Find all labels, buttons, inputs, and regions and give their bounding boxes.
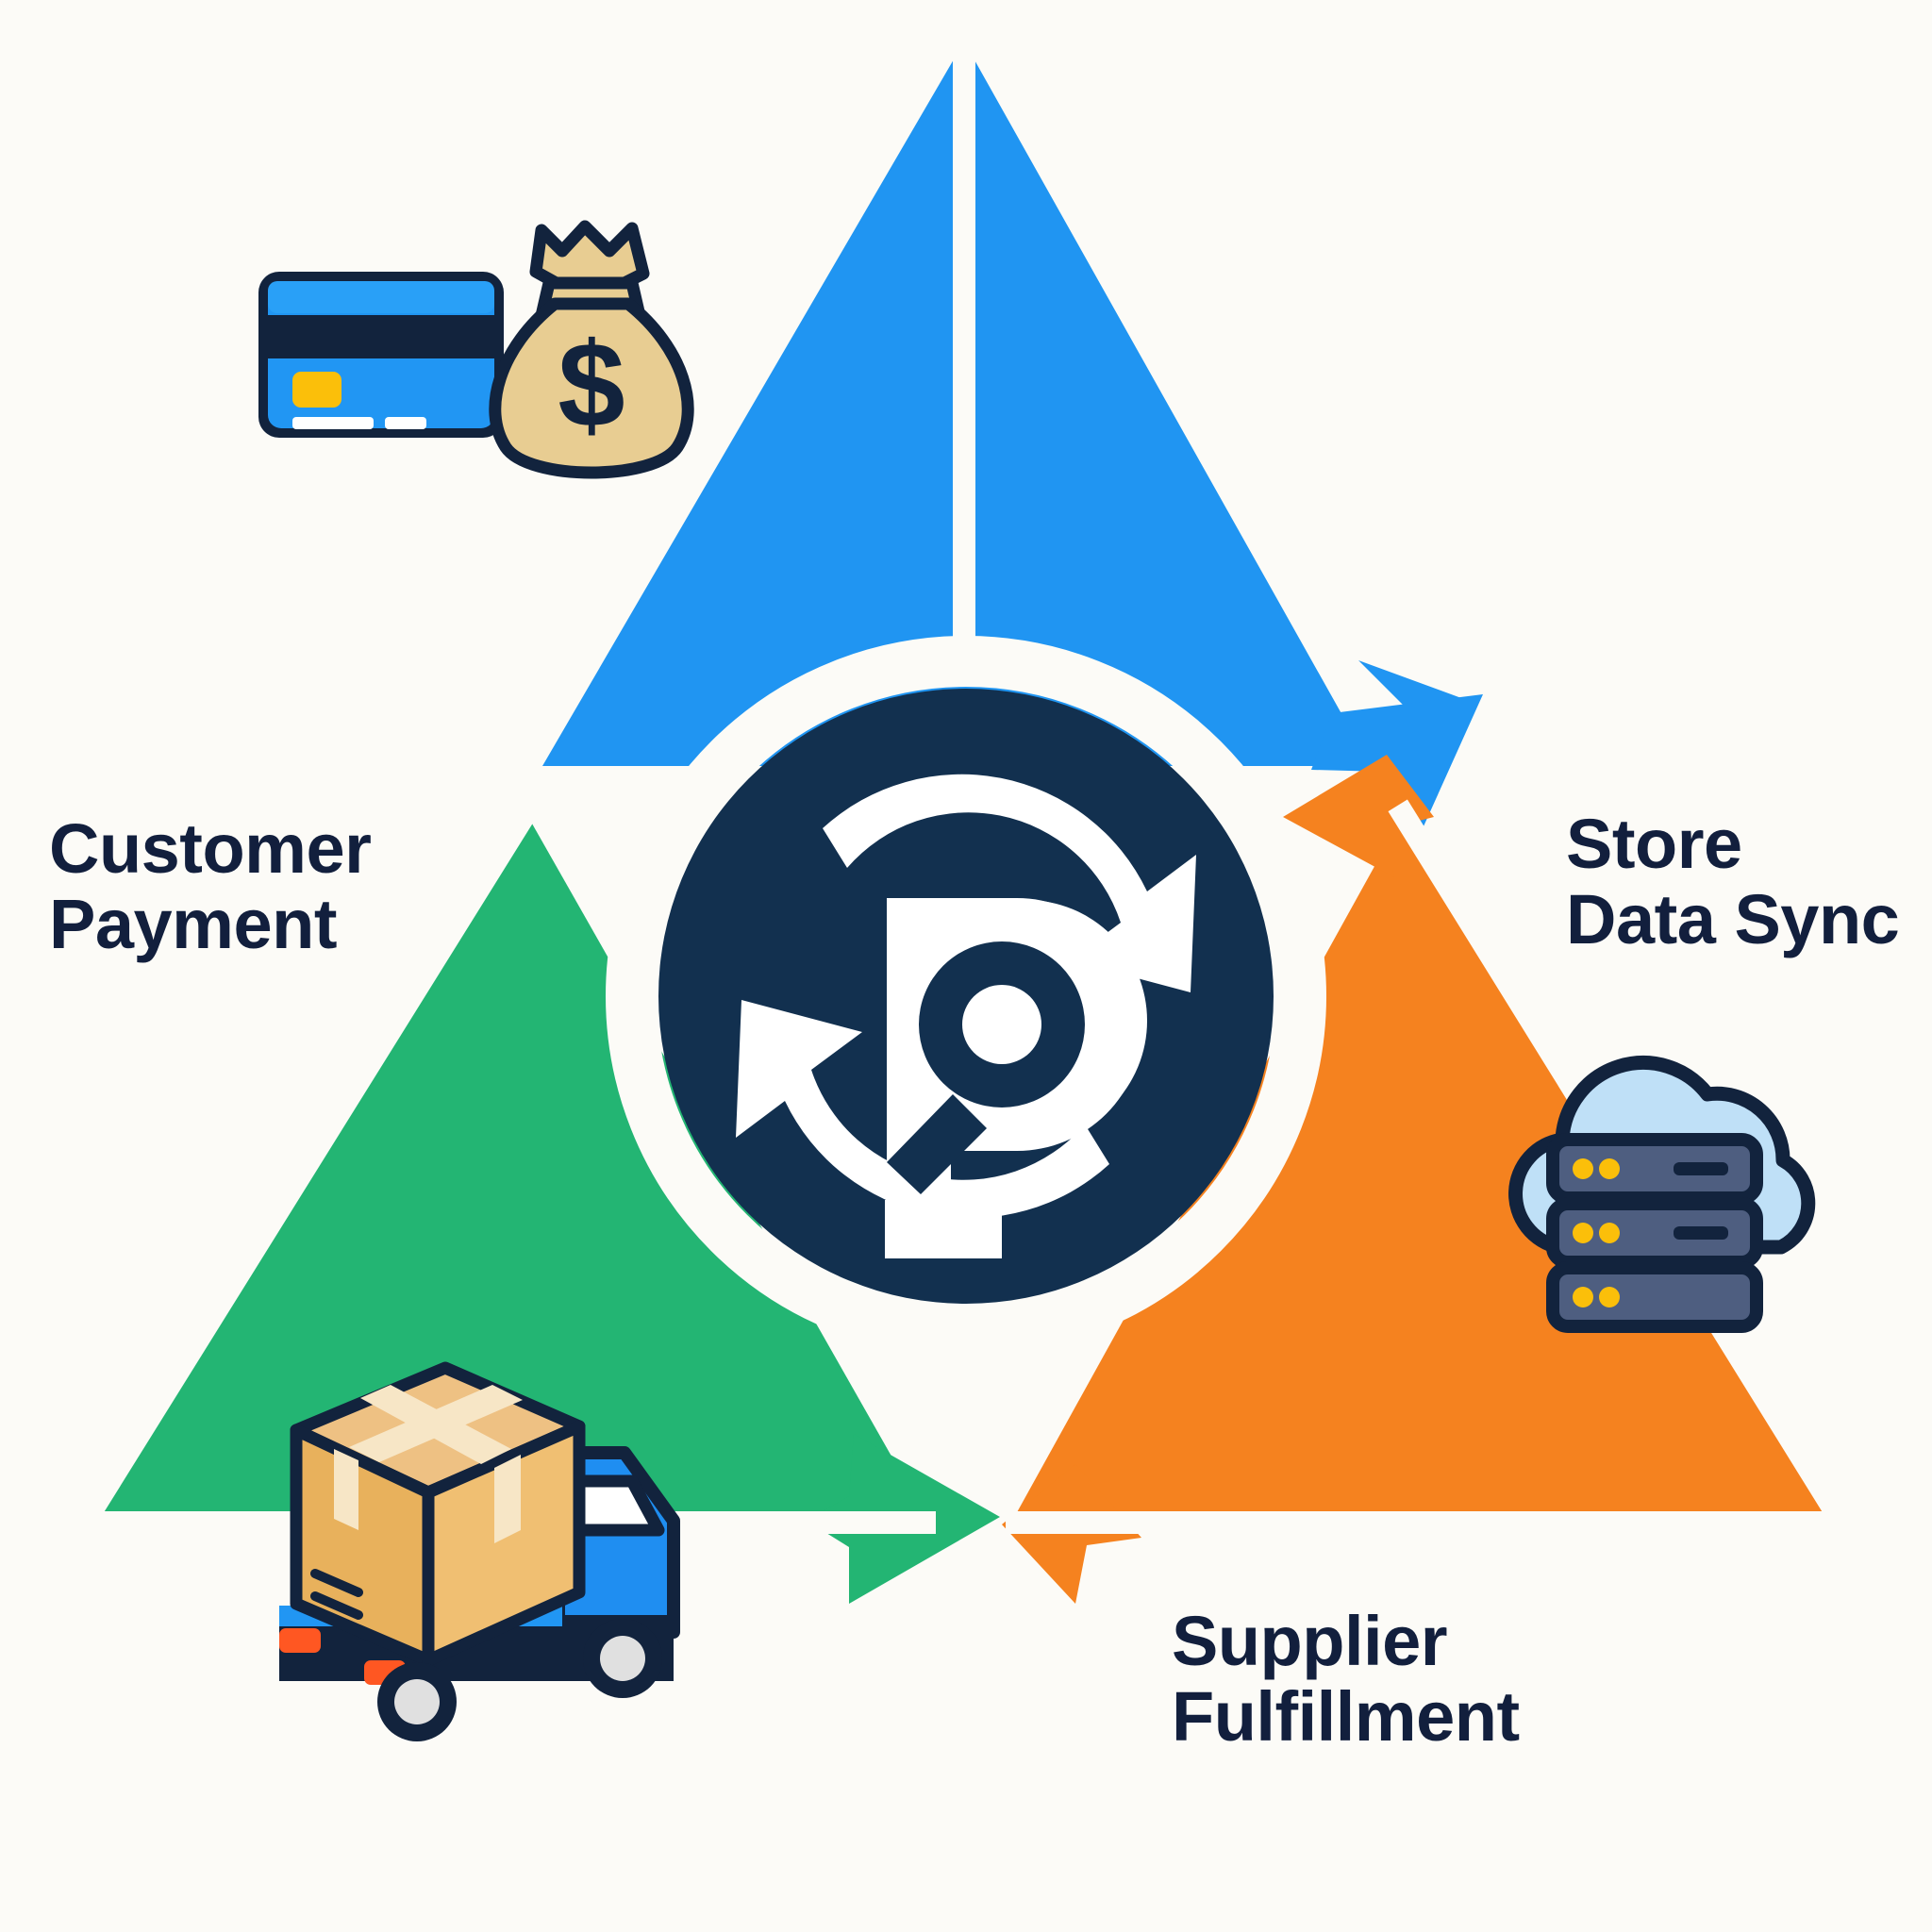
box-right: [422, 1420, 586, 1667]
p-glyph-bar: [885, 1200, 1002, 1258]
card-number-line-2: [385, 417, 426, 429]
arrow-orange-tailnotch[interactable]: [1319, 811, 1402, 877]
cardboard-box: [290, 1361, 586, 1667]
box-label-lines: [310, 1569, 363, 1620]
server-led-1a: [1573, 1158, 1593, 1179]
label-supplier-fulfillment: Supplier Fulfillment: [1172, 1602, 1520, 1756]
magnifier-lens-dot: [962, 985, 1041, 1064]
server-led-2b: [1599, 1223, 1620, 1243]
box-tape-front: [334, 1449, 358, 1530]
center-ring: [606, 636, 1326, 1357]
arrow-blue-body[interactable]: [542, 42, 1472, 834]
server-slot-1: [1674, 1162, 1728, 1175]
box-tape-side: [494, 1455, 521, 1543]
wheel-rear-hub: [394, 1679, 440, 1724]
wheel-front-hub: [600, 1636, 645, 1681]
server-led-3a: [1573, 1287, 1593, 1307]
cloud-server-icon[interactable]: [1472, 1028, 1868, 1340]
server-led-2a: [1573, 1223, 1593, 1243]
arrow-green-body[interactable]: [85, 817, 929, 1523]
money-bag-body: [489, 297, 694, 479]
magnifier-p-glyph: [885, 898, 1143, 1258]
box-tape-cross-b: [349, 1385, 523, 1462]
magnifier-handle-cut: [887, 1094, 987, 1194]
server-slot-2: [1674, 1226, 1728, 1240]
truck-body: [279, 1361, 680, 1741]
label-customer-payment: Customer Payment: [49, 809, 372, 963]
card-number-line-1: [292, 417, 374, 429]
gap-left: [67, 799, 541, 1541]
tail-light-upper: [279, 1628, 321, 1653]
label-store-data-sync: Store Data Sync: [1566, 805, 1900, 958]
delivery-truck-icon[interactable]: [247, 1349, 719, 1764]
card-chip: [292, 372, 341, 408]
server-stack: [1546, 1133, 1763, 1333]
arrow-orange-body[interactable]: [1011, 817, 1841, 1523]
credit-card-body: [258, 272, 504, 438]
credit-card-icon[interactable]: [247, 217, 719, 491]
server-led-1b: [1599, 1158, 1620, 1179]
server-led-3b: [1599, 1287, 1620, 1307]
money-bag-icon[interactable]: $: [472, 209, 717, 492]
sync-arrow-bottom: [736, 1000, 1109, 1219]
dollar-symbol: $: [558, 318, 625, 453]
